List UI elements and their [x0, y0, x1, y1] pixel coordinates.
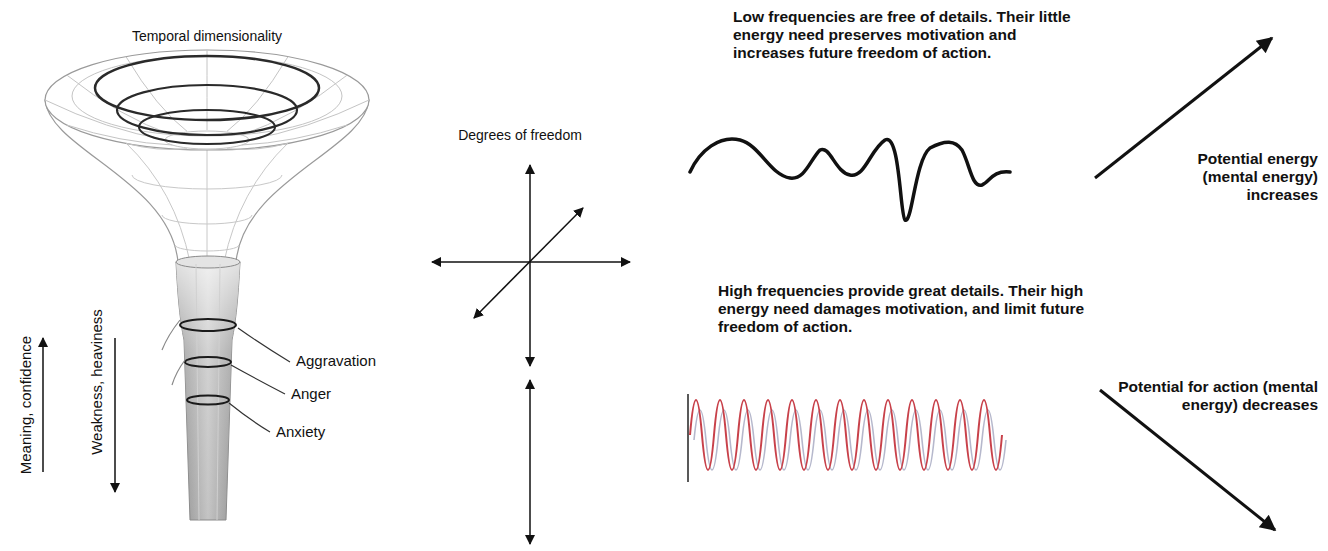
grid-line — [45, 100, 167, 140]
anger-ring — [185, 357, 231, 367]
anxiety-ring — [187, 396, 229, 405]
funnel-rim — [45, 50, 369, 150]
aggravation-ring — [180, 319, 236, 331]
leader-line — [229, 403, 270, 432]
axis-arrow — [529, 165, 531, 366]
time-ring — [139, 110, 275, 144]
grid-line — [196, 264, 199, 520]
leader-lines — [162, 320, 290, 432]
level-label: Anger — [291, 385, 331, 402]
grid-line — [217, 264, 220, 520]
arrow-label: Potential for action (mental energy) dec… — [1113, 378, 1318, 414]
note-text: High frequencies provide great details. … — [718, 282, 1098, 335]
level-label: Anxiety — [276, 423, 325, 440]
grid-line — [207, 150, 208, 262]
leader-line — [172, 360, 185, 385]
funnel-meridians — [45, 50, 369, 149]
arrow-label: Potential energy (mental energy) increas… — [1148, 150, 1318, 203]
grid-line — [207, 50, 208, 130]
weakness-arrow — [114, 338, 116, 492]
level-label: Aggravation — [296, 352, 376, 369]
funnel-tube — [176, 262, 240, 520]
axis-label: Meaning, confidence — [17, 336, 34, 474]
meaning-arrow — [42, 338, 44, 472]
tube-lines — [196, 264, 220, 520]
axis-title: Temporal dimensionality — [107, 28, 307, 44]
axis-label: Weakness, heaviness — [88, 309, 105, 455]
grid-line — [247, 100, 369, 140]
axis-arrow — [474, 208, 583, 318]
high-frequency-wave — [694, 410, 1006, 470]
leader-line — [231, 365, 285, 394]
grid-line — [67, 125, 173, 145]
tube-shading — [176, 262, 240, 520]
grid-line — [126, 143, 190, 262]
grid-line — [72, 56, 342, 136]
tube-throat — [176, 256, 240, 268]
grid-line — [224, 143, 288, 262]
low-frequency-wave — [690, 139, 1010, 220]
grid-line — [242, 125, 348, 145]
leader-line — [162, 320, 180, 350]
axis-title: Degrees of freedom — [420, 127, 620, 143]
emotion-rings — [180, 319, 236, 405]
funnel-rings — [95, 56, 319, 144]
axis-arrow — [529, 380, 531, 544]
leader-line — [238, 328, 290, 362]
axis-cross — [432, 165, 630, 544]
funnel-grid — [126, 143, 288, 262]
high-frequency-wave — [690, 400, 1002, 470]
wave-axis — [687, 394, 689, 482]
note-text: Low frequencies are free of details. The… — [733, 8, 1078, 61]
